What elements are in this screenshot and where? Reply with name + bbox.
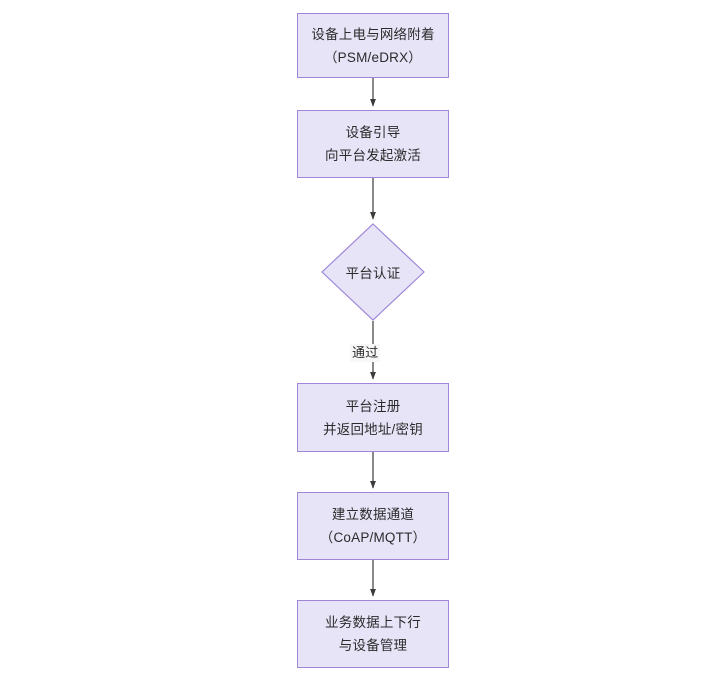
node-data-channel[interactable]: 建立数据通道 （CoAP/MQTT） [297,492,449,560]
node-bootstrap-line-1: 设备引导 [345,125,401,140]
node-power-on[interactable]: 设备上电与网络附着 （PSM/eDRX） [297,13,449,78]
node-bootstrap-line-2: 向平台发起激活 [325,148,421,163]
node-power-on-line-2: （PSM/eDRX） [323,49,423,65]
node-power-on-line-1: 设备上电与网络附着 [311,26,435,42]
node-platform-auth[interactable]: 平台认证 [321,223,425,321]
node-platform-auth-label: 平台认证 [345,266,401,281]
node-business-data-line-1: 业务数据上下行 [325,615,421,630]
node-data-channel-line-2: （CoAP/MQTT） [319,530,427,545]
node-platform-register-line-2: 并返回地址/密钥 [323,421,423,437]
node-platform-register-line-1: 平台注册 [345,398,401,414]
diamond-shape-icon [321,223,425,321]
node-platform-register[interactable]: 平台注册 并返回地址/密钥 [297,383,449,452]
edge-label-pass: 通过 [350,344,381,362]
node-data-channel-line-1: 建立数据通道 [331,507,415,522]
node-bootstrap[interactable]: 设备引导 向平台发起激活 [297,110,449,178]
node-business-data[interactable]: 业务数据上下行 与设备管理 [297,600,449,668]
node-business-data-line-2: 与设备管理 [338,638,408,653]
